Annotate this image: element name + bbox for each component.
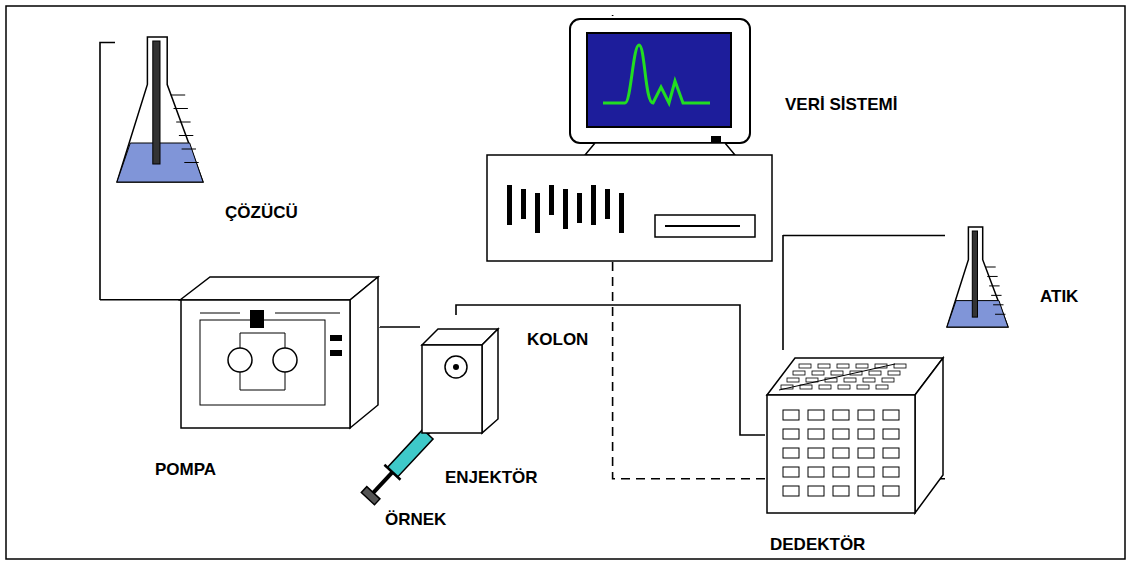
unit-illustration [765, 350, 945, 515]
unit-label: DEDEKTÖR [770, 535, 865, 555]
data-system: VERİ SİSTEMİ [485, 15, 775, 265]
tubing-line [380, 326, 420, 328]
pump-unit: POMPA [180, 275, 380, 430]
unit-illustration [420, 315, 500, 435]
edge-label: KOLON [525, 330, 590, 350]
tubing-line [783, 235, 945, 350]
injector-unit: ENJEKTÖR [420, 315, 500, 435]
outer-frame [6, 6, 1125, 559]
unit-label: ATIK [1040, 287, 1078, 307]
solvent-flask: ÇÖZÜCÜ [115, 35, 205, 185]
sample-label: ÖRNEK [385, 510, 446, 530]
tubing-line [456, 305, 765, 435]
unit-illustration [115, 35, 205, 185]
unit-label: POMPA [155, 460, 216, 480]
detector-unit: DEDEKTÖR [765, 350, 945, 515]
unit-illustration [485, 15, 775, 265]
unit-label: ÇÖZÜCÜ [225, 203, 298, 223]
unit-illustration [945, 225, 1010, 330]
unit-illustration [180, 275, 380, 430]
unit-label: VERİ SİSTEMİ [785, 95, 897, 115]
waste-flask: ATIK [945, 225, 1010, 330]
unit-label: ENJEKTÖR [445, 468, 538, 488]
